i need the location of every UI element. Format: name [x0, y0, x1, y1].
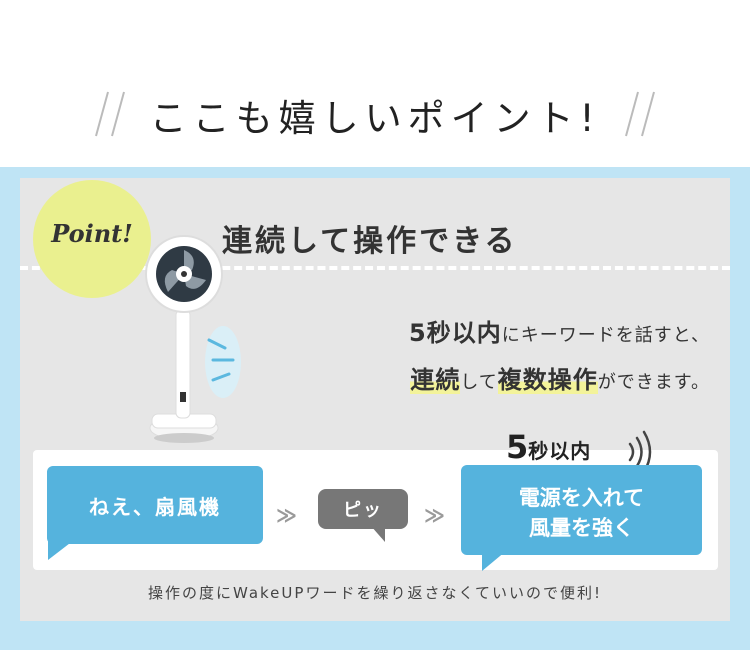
dashed-divider: [20, 266, 730, 270]
voice-wave-icon: [205, 326, 241, 398]
highlight-multiple-ops: 複数操作: [497, 366, 598, 394]
page-title: ここも嬉しいポイント!: [149, 97, 601, 140]
point-badge: [33, 180, 151, 298]
chevron-right-icon: ≫: [276, 503, 297, 527]
description-line-2: 連続して複数操作ができます。: [290, 360, 710, 395]
speech-bubble-beep: ピッ: [318, 489, 408, 529]
description-text: して: [460, 372, 498, 393]
chevron-right-icon: ≫: [424, 503, 445, 527]
command-line-1: 電源を入れて: [518, 486, 645, 510]
speech-bubble-tail: [371, 526, 385, 542]
timer-label: 5秒以内: [506, 428, 591, 466]
fan-image: [145, 235, 223, 443]
time-limit-text: 5秒以内: [409, 319, 502, 347]
footer-note: 操作の度にWakeUPワードを繰り返さなくていいので便利!: [147, 584, 603, 602]
timer-unit: 秒以内: [528, 439, 592, 463]
highlight-continuous: 連続: [410, 366, 461, 394]
decorative-slashes-right: [625, 91, 655, 137]
command-line-2: 風量を強く: [529, 516, 634, 540]
timer-number: 5: [506, 428, 529, 466]
speech-bubble-commands: 電源を入れて 風量を強く: [461, 465, 702, 555]
point-badge-label: Point!: [51, 219, 133, 248]
speech-bubble-wake-word: ねえ、扇風機: [47, 466, 263, 544]
speech-bubble-tail: [482, 551, 506, 571]
speech-bubble-tail: [48, 540, 74, 560]
description-text: ができます。: [597, 372, 710, 393]
decorative-slashes-left: [95, 91, 125, 137]
feature-title: 連続して操作できる: [222, 224, 518, 259]
description-line-1: 5秒以内にキーワードを話すと、: [290, 313, 710, 348]
description-text: にキーワードを話すと、: [501, 325, 710, 346]
